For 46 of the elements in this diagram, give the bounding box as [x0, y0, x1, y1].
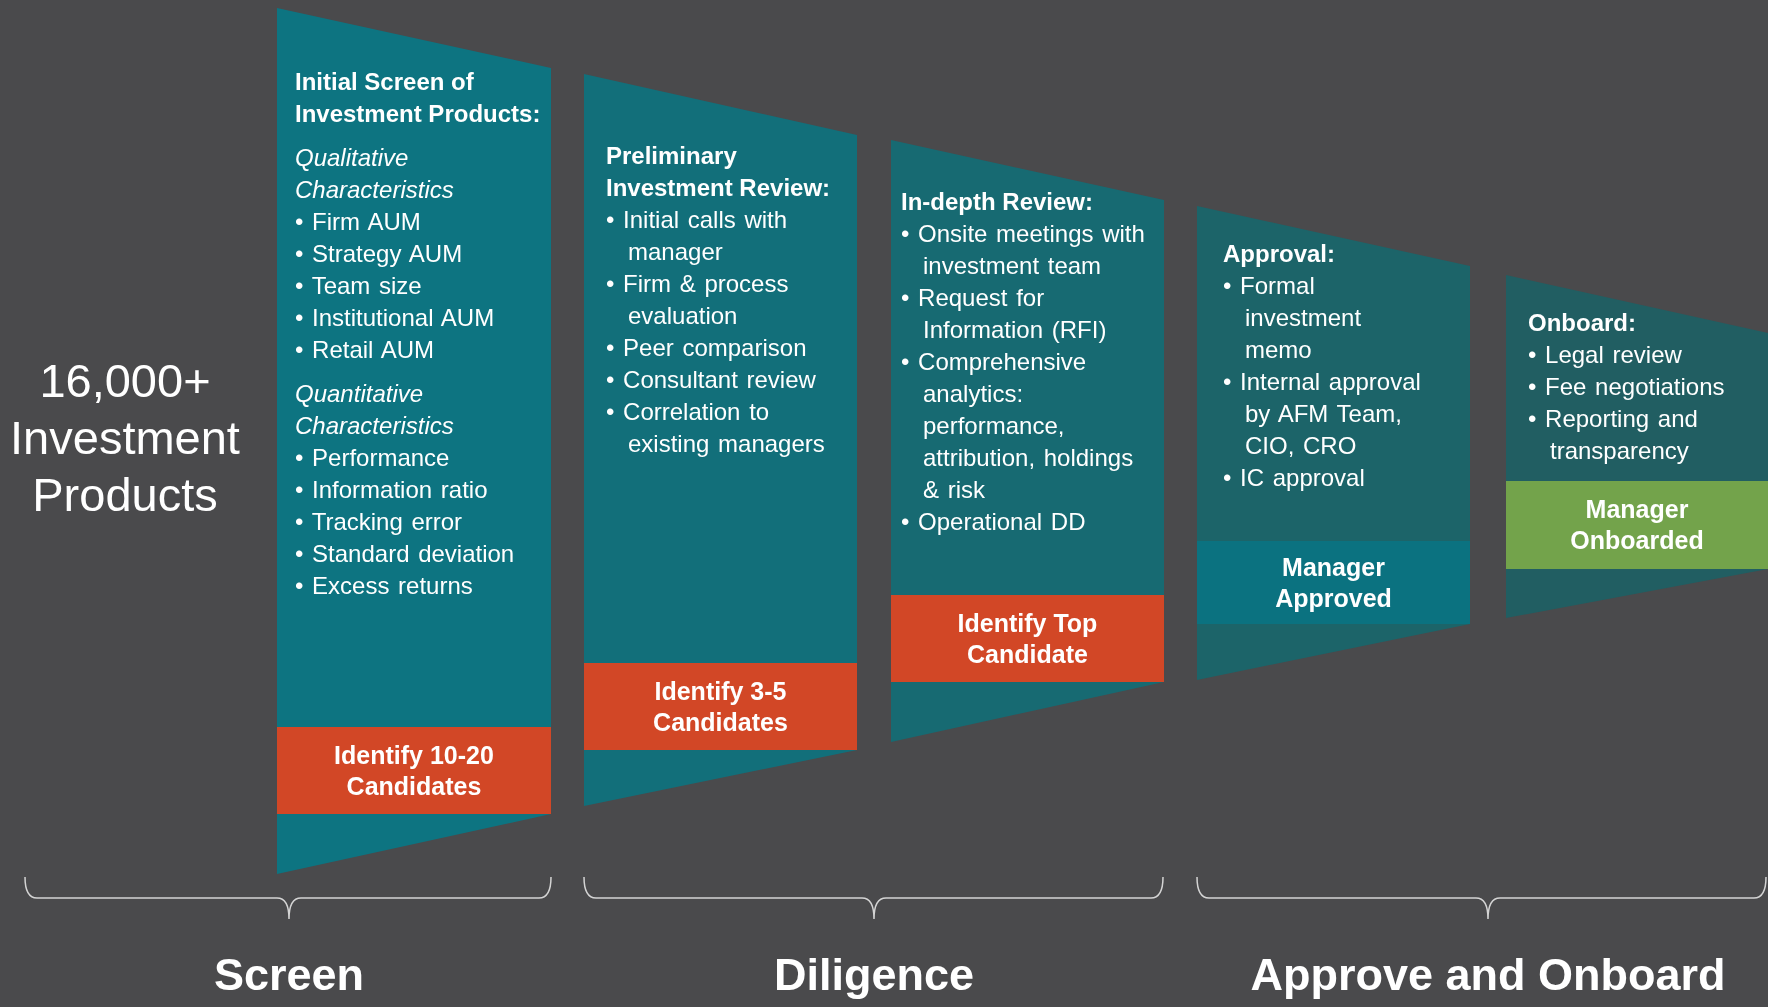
funnel-stage: [891, 140, 1164, 742]
bullet-item: • Team size: [295, 271, 423, 301]
stage-heading: Onboard:: [1528, 308, 1637, 338]
result-bar: Identify 10-20 Candidates: [277, 727, 551, 814]
bullet-item: • Consultant review: [606, 365, 817, 395]
bullet-item: • Fee negotiations: [1528, 372, 1726, 402]
bullet-item: • Operational DD: [901, 507, 1087, 537]
bullet-item: • Performance: [295, 443, 451, 473]
bullet-item: • Firm & process evaluation: [606, 269, 790, 331]
bullet-item: • Information ratio: [295, 475, 489, 505]
bullet-item: • Initial calls with manager: [606, 205, 789, 267]
product-count-label: 16,000+ Investment Products: [9, 353, 241, 523]
phase-label: Diligence: [772, 948, 976, 1002]
phase-label: Approve and Onboard: [1249, 948, 1727, 1002]
stage-heading: Initial Screen of Investment Products:: [295, 67, 542, 129]
stage-heading: In-depth Review:: [901, 187, 1094, 217]
bullet-item: • Firm AUM: [295, 207, 422, 237]
phase-label: Screen: [212, 948, 366, 1002]
stage-heading: Preliminary Investment Review:: [606, 141, 832, 203]
funnel-stage: [277, 8, 551, 874]
funnel-stage: [1197, 206, 1470, 680]
bullet-item: • Tracking error: [295, 507, 464, 537]
bullet-item: • IC approval: [1223, 463, 1366, 493]
funnel-stage: [584, 74, 857, 806]
bullet-item: • Internal approval by AFM Team, CIO, CRO: [1223, 367, 1422, 461]
bullet-item: • Formal investment memo: [1223, 271, 1363, 365]
result-bar: Manager Onboarded: [1506, 481, 1768, 569]
bullet-item: • Request for Information (RFI): [901, 283, 1108, 345]
result-bar: Manager Approved: [1197, 541, 1470, 624]
subheading: Quantitative Characteristics: [295, 379, 455, 441]
bullet-item: • Correlation to existing managers: [606, 397, 826, 459]
bullet-item: • Reporting and transparency: [1528, 404, 1699, 466]
bullet-item: • Comprehensive analytics: performance, attribution, holdings & risk: [901, 347, 1135, 505]
funnel-stage: [1506, 275, 1768, 618]
bullet-item: • Excess returns: [295, 571, 474, 601]
result-bar: Identify Top Candidate: [891, 595, 1164, 682]
bullet-item: • Retail AUM: [295, 335, 436, 365]
bullet-item: • Peer comparison: [606, 333, 808, 363]
result-bar: Identify 3-5 Candidates: [584, 663, 857, 750]
bullet-item: • Onsite meetings with investment team: [901, 219, 1146, 281]
subheading: Qualitative Characteristics: [295, 143, 455, 205]
bullet-item: • Institutional AUM: [295, 303, 496, 333]
bullet-item: • Standard deviation: [295, 539, 516, 569]
bullet-item: • Legal review: [1528, 340, 1683, 370]
stage-heading: Approval:: [1223, 239, 1336, 269]
bullet-item: • Strategy AUM: [295, 239, 464, 269]
